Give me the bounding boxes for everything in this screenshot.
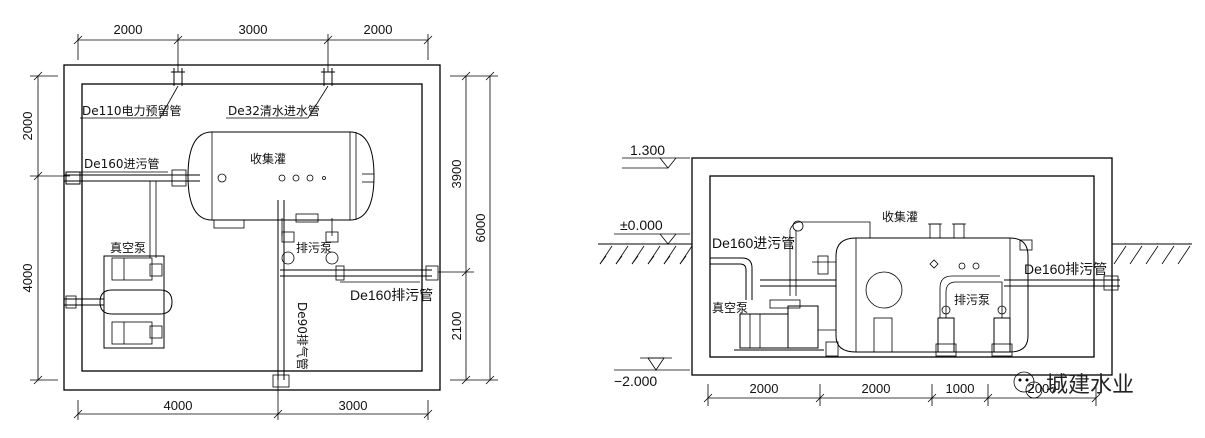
plan-label-vacuum-pump: 真空泵 [110,241,146,255]
plan-dim-left-2: 4000 [20,264,35,293]
plan-vacuum-pump [64,255,173,349]
plan-label-power-pipe: De110电力预留管 [82,103,182,118]
section-elev-top-text: 1.300 [630,142,665,158]
plan-view: 2000 3000 2000 4000 3000 2000 4000 [20,22,498,420]
plan-dim-right-2: 2100 [449,312,464,341]
section-elevation-bottom: −2.000 [614,357,690,389]
plan-dim-top-2: 3000 [239,22,268,37]
section-bottom-dimensions: 2000 2000 1000 2000 [703,381,1101,406]
section-label-inlet-pipe: De160进污管 [712,235,795,251]
plan-dim-top-1: 2000 [114,22,143,37]
section-label-vacuum-pump: 真空泵 [712,301,748,315]
plan-right-dimensions: 3900 2100 6000 [438,71,498,385]
plan-top-dimensions: 2000 3000 2000 [73,22,433,72]
section-discharge-pumps [935,275,1013,357]
plan-dim-top-3: 2000 [364,22,393,37]
plan-top-sleeves [171,68,335,86]
plan-dim-bottom-2: 3000 [339,398,368,413]
plan-discharge-pumps [272,200,439,388]
plan-dim-bottom-1: 4000 [164,398,193,413]
section-dim-2: 2000 [862,381,891,396]
plan-inlet-pipe [64,169,200,258]
plan-label-discharge-pump: 排污泵 [296,241,332,255]
section-view: 1.300 ±0.000 −2.000 2000 200 [598,142,1192,406]
plan-left-dimensions: 2000 4000 [20,71,70,385]
section-vacuum-pump [734,299,839,357]
section-elev-bottom-text: −2.000 [614,373,657,389]
plan-outer-wall [63,64,441,391]
section-outlet-pipe [1004,275,1120,291]
plan-label-inlet-pipe: De160进污管 [84,156,160,171]
section-elevation-ground: ±0.000 [614,217,690,245]
section-collection-tank [835,223,1033,353]
section-ground-left [598,243,693,265]
section-label-tank: 收集灌 [882,209,918,224]
watermark-logo: 城建水业 [1013,371,1134,399]
section-outer-wall [691,157,1113,376]
plan-label-outlet-pipe: De160排污管 [350,287,433,303]
plan-label-tank: 收集灌 [250,151,286,166]
section-ground-right [1112,243,1192,265]
plan-inner-wall [81,83,423,372]
section-inner-wall [709,175,1095,358]
plan-bottom-dimensions: 4000 3000 [73,380,433,420]
section-dim-3: 1000 [946,381,975,396]
section-elevation-top: 1.300 [622,142,690,169]
plan-dim-right-1: 3900 [449,160,464,189]
plan-dim-left-1: 2000 [20,112,35,141]
plan-collection-tank [187,131,375,229]
section-label-outlet-pipe: De160排污管 [1024,261,1107,277]
section-inlet-pipe [710,220,871,300]
section-dim-1: 2000 [750,381,779,396]
watermark-text: 城建水业 [1046,373,1134,398]
plan-label-water-pipe: De32清水进水管 [228,103,320,118]
plan-dim-right-total: 6000 [473,214,488,243]
section-elev-ground-text: ±0.000 [620,217,663,233]
section-label-discharge-pump: 排污泵 [954,293,990,307]
plan-label-vent-pipe: De90排气管 [295,302,310,370]
plan-leaders [80,85,420,283]
